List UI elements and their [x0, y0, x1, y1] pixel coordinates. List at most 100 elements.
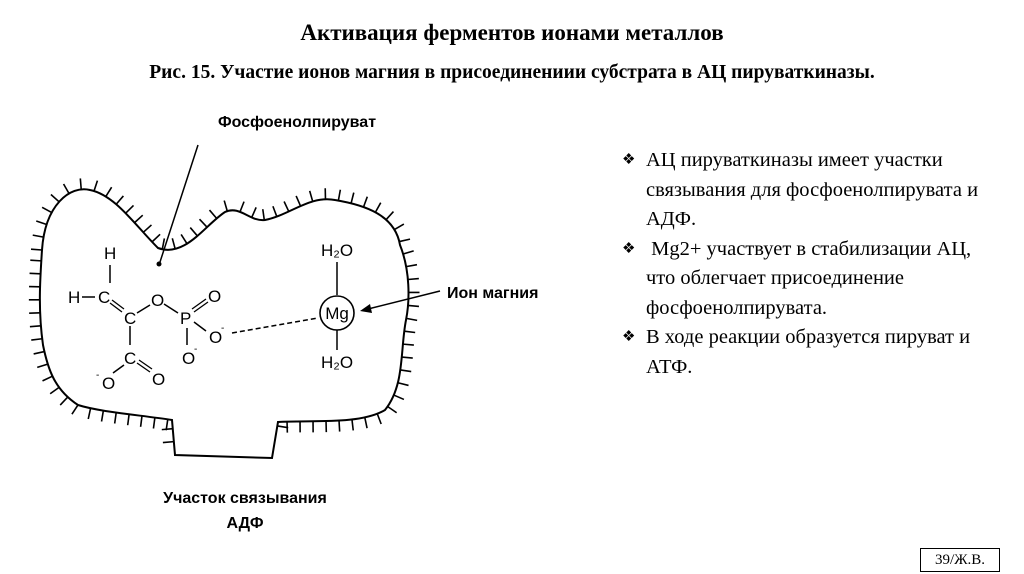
surface-tick [405, 263, 418, 268]
surface-tick [387, 405, 398, 414]
surface-tick [406, 317, 418, 322]
surface-tick [142, 224, 153, 233]
surface-tick [189, 227, 199, 237]
surface-tick [404, 330, 416, 334]
surface-tick [283, 201, 290, 212]
surface-tick [161, 238, 166, 250]
surface-tick [62, 183, 70, 194]
surface-tick [59, 396, 69, 406]
bullet-list: ❖ АЦ пируваткиназы имеет участки связыва… [622, 146, 1002, 382]
surface-tick [134, 214, 144, 224]
atom-h: H [104, 244, 116, 263]
surface-tick [79, 178, 83, 190]
slide-title: Активация ферментов ионами металлов [300, 20, 724, 45]
surface-tick [152, 417, 156, 429]
diamond-bullet-icon: ❖ [622, 329, 636, 345]
surface-tick [402, 343, 414, 346]
bullet-text: В ходе реакции образуется пируват и АТФ. [646, 326, 971, 378]
mg-pointer-arrow [363, 290, 441, 311]
surface-tick [50, 193, 60, 203]
water-top: H₂O [321, 241, 353, 260]
figure-caption: Рис. 15. Участие ионов магния в присоеди… [149, 62, 875, 83]
surface-tick [295, 195, 302, 207]
surface-tick [376, 413, 382, 425]
surface-tick [151, 233, 161, 243]
surface-tick [351, 419, 355, 431]
surface-tick [93, 180, 99, 192]
phosphoenolpyruvate-structure: H H C C O P O O - O - C O - O [68, 244, 224, 393]
surface-tick [407, 277, 419, 281]
surface-tick [223, 200, 229, 212]
surface-tick [161, 427, 173, 431]
enzyme-surface-ticks [28, 178, 420, 444]
pep-pointer-line [159, 144, 199, 263]
enzyme-diagram: Фосфоенолпируват H H C C O P O O - O - C… [28, 114, 538, 532]
surface-tick [337, 189, 342, 201]
surface-tick [272, 205, 278, 217]
svg-text:-: - [221, 323, 224, 334]
svg-text:-: - [96, 370, 99, 381]
svg-text:-: - [194, 344, 197, 355]
surface-tick [71, 404, 79, 415]
label-phosphoenolpyruvate: Фосфоенолпируват [218, 114, 376, 131]
surface-tick [30, 259, 42, 262]
surface-tick [385, 211, 395, 221]
surface-tick [125, 204, 135, 214]
surface-tick [171, 238, 176, 250]
atom-h: H [68, 288, 80, 307]
atom-o: O [208, 287, 221, 306]
surface-tick [41, 206, 53, 214]
bullet-item: ❖ В ходе реакции образуется пируват и АТ… [622, 323, 1002, 382]
atom-o: O [151, 291, 164, 310]
surface-tick [87, 408, 92, 420]
atom-o-minus: O [209, 328, 222, 347]
surface-tick [165, 419, 169, 431]
surface-tick [162, 440, 174, 444]
atom-c: C [124, 309, 136, 328]
surface-tick [308, 190, 314, 202]
surface-tick [362, 196, 369, 208]
surface-tick [198, 218, 208, 228]
surface-tick [139, 415, 143, 427]
label-magnesium-ion: Ион магния [447, 285, 538, 302]
surface-tick [401, 356, 413, 359]
surface-tick [250, 207, 257, 218]
surface-tick [115, 195, 124, 205]
surface-tick [277, 425, 289, 429]
surface-tick [180, 233, 188, 245]
surface-tick [350, 192, 355, 204]
surface-tick [393, 394, 405, 401]
atom-c: C [98, 288, 110, 307]
surface-tick [399, 238, 411, 243]
atom-mg: Mg [325, 304, 349, 323]
enzyme-outline [38, 188, 410, 460]
label-adp: АДФ [227, 515, 264, 532]
bullet-text: Mg2+ участвует в стабилизации АЦ, что об… [646, 237, 977, 319]
surface-tick [239, 201, 245, 213]
atom-o-minus: O [182, 349, 195, 368]
surface-tick [42, 375, 53, 382]
slide-number-box: 39/Ж.В. [920, 548, 1000, 572]
surface-tick [105, 186, 113, 197]
coordination-bond [231, 317, 319, 334]
surface-tick [208, 209, 218, 219]
atom-c: C [124, 349, 136, 368]
bullet-text: АЦ пируваткиназы имеет участки связывани… [646, 149, 979, 230]
bullet-item: ❖ АЦ пируваткиназы имеет участки связыва… [622, 146, 1002, 235]
surface-tick [100, 410, 105, 422]
atom-o-minus: O [102, 374, 115, 393]
surface-tick [126, 414, 130, 426]
diamond-bullet-icon: ❖ [622, 240, 636, 257]
surface-tick [33, 350, 45, 355]
water-bottom: H₂O [321, 353, 353, 372]
surface-tick [36, 220, 47, 226]
atom-p: P [180, 309, 191, 328]
pep-pointer-dot [156, 261, 162, 267]
surface-tick [30, 248, 43, 251]
diamond-bullet-icon: ❖ [622, 152, 636, 168]
surface-tick [374, 202, 382, 213]
surface-tick [31, 337, 43, 341]
surface-tick [29, 272, 41, 275]
surface-tick [393, 223, 405, 231]
surface-tick [407, 304, 420, 308]
